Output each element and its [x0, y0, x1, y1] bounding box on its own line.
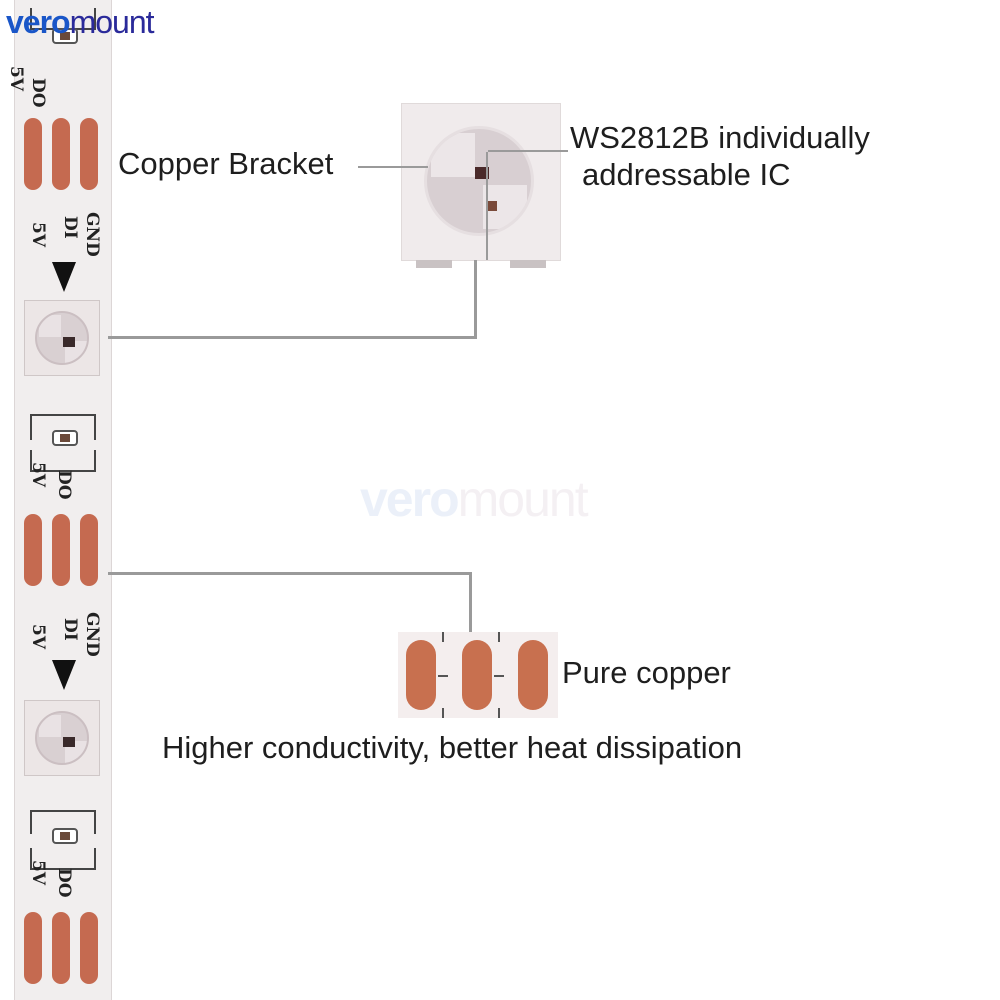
silk-do: DO — [54, 868, 74, 898]
leader-line-ic — [488, 150, 568, 152]
ic-label-line1: WS2812B individually — [570, 120, 870, 155]
led-chip — [24, 700, 100, 776]
silk-gnd: GND — [82, 612, 102, 657]
leader-line-pad — [108, 572, 472, 575]
silk-di: DI — [60, 618, 80, 641]
silk-do: DO — [28, 78, 48, 108]
silk-gnd: GND — [82, 212, 102, 257]
resistor-bracket — [30, 848, 96, 870]
resistor — [52, 430, 78, 446]
copper-pad — [24, 912, 42, 984]
copper-bracket-label: Copper Bracket — [118, 146, 334, 181]
silk-5v: 5V — [28, 222, 48, 248]
copper-pad — [52, 912, 70, 984]
resistor-bracket — [30, 450, 96, 472]
leader-line-bracket — [358, 166, 428, 168]
resistor-bracket — [30, 414, 96, 440]
copper-pad — [24, 514, 42, 586]
pure-copper-label: Pure copper — [562, 655, 731, 690]
resistor — [52, 28, 78, 44]
brand-logo: veromount — [6, 4, 155, 40]
leader-line-pad — [469, 572, 472, 632]
silk-5v: 5V — [28, 462, 48, 488]
leader-line-led — [108, 336, 477, 339]
data-direction-arrow — [52, 660, 76, 690]
copper-pad — [24, 118, 42, 190]
copper-pad — [80, 514, 98, 586]
silk-di: DI — [60, 216, 80, 239]
copper-pad — [80, 912, 98, 984]
leader-line-ic-drop — [486, 152, 488, 260]
led-chip — [24, 300, 100, 376]
led-closeup — [402, 104, 560, 268]
leader-line-led — [474, 260, 477, 338]
data-direction-arrow — [52, 262, 76, 292]
conductivity-label: Higher conductivity, better heat dissipa… — [162, 730, 743, 765]
silk-do: DO — [54, 470, 74, 500]
copper-pad — [80, 118, 98, 190]
silk-5v: 5V — [28, 624, 48, 650]
copper-pad-closeup — [398, 632, 558, 718]
copper-pad — [52, 118, 70, 190]
watermark: veromount — [360, 471, 589, 527]
resistor — [52, 828, 78, 844]
copper-pad — [52, 514, 70, 586]
ic-label-line2: addressable IC — [582, 157, 791, 192]
silk-5v: 5V — [28, 860, 48, 886]
silk-5v: 5V — [6, 66, 26, 92]
resistor-bracket — [30, 810, 96, 834]
